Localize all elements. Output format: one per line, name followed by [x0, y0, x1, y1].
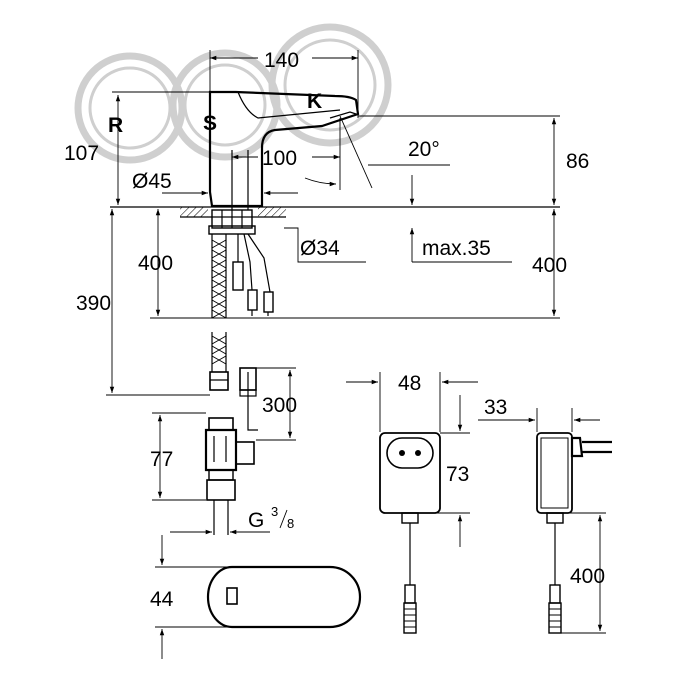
dim-label-max-thickness: max.35	[422, 237, 491, 260]
braided-hose	[209, 234, 229, 391]
counter-surface	[110, 206, 560, 235]
watermark-letter-r: R	[108, 114, 123, 137]
valve-icon	[204, 367, 258, 535]
dim-label-top-width: 140	[264, 49, 299, 72]
dim-label-plug-width: 33	[484, 396, 507, 419]
dim-label-thread-num: 3	[271, 504, 278, 519]
dim-label-height-left: 107	[64, 142, 99, 165]
dimension-lines-under	[106, 175, 560, 396]
dim-label-cable-length: 300	[262, 394, 297, 417]
dim-label-thread-prefix: G	[248, 509, 264, 532]
power-adapter-icon	[379, 432, 441, 634]
dim-label-spout-reach: 100	[262, 147, 297, 170]
dim-label-height-right: 86	[566, 150, 589, 173]
sensor-window-icon	[155, 535, 362, 659]
dim-label-valve-height: 77	[150, 448, 173, 471]
dim-label-hose-left: 400	[138, 252, 173, 275]
dim-label-adapter-height: 73	[446, 463, 469, 486]
dimension-lines-top	[112, 50, 560, 205]
dim-label-sensor-height: 44	[150, 588, 174, 611]
dim-label-hose-right: 400	[532, 254, 567, 277]
dim-label-hole-diameter: Ø34	[300, 237, 340, 260]
dimension-lines-adapter	[346, 372, 478, 547]
dim-label-spout-angle: 20°	[408, 138, 440, 161]
dimension-lines-valve	[152, 367, 296, 535]
dim-label-overall-left: 390	[76, 292, 111, 315]
faucet-icon	[208, 90, 360, 210]
dim-label-adapter-cable: 400	[570, 565, 605, 588]
plug-icon	[536, 432, 612, 634]
dim-label-thread-den: 8	[287, 516, 294, 531]
sensor-cables	[232, 233, 274, 316]
dimension-lines-plug	[478, 408, 606, 634]
watermark-letter-k: K	[307, 90, 322, 113]
dim-label-adapter-depth: 48	[398, 372, 421, 395]
dim-label-base-diameter: Ø45	[132, 170, 172, 193]
watermark-logo: R S K	[74, 23, 392, 164]
